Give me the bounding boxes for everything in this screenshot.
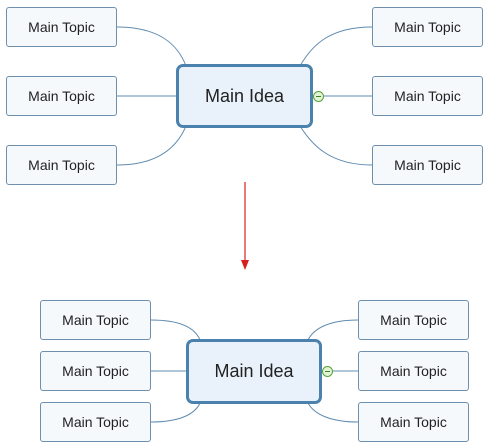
minus-circle-icon[interactable] [313, 91, 324, 102]
connector-line [150, 402, 201, 423]
topic-node[interactable]: Main Topic [40, 402, 151, 442]
topic-node[interactable]: Main Topic [358, 300, 469, 340]
connector-line [299, 26, 373, 67]
topic-node[interactable]: Main Topic [6, 145, 117, 185]
top-map-connectors [116, 26, 373, 166]
connector-line [307, 402, 359, 423]
transition-arrow [241, 182, 249, 270]
connector-line [307, 319, 359, 341]
connector-line [116, 125, 187, 166]
minus-circle-icon[interactable] [322, 366, 333, 377]
topic-node[interactable]: Main Topic [372, 76, 483, 116]
arrow-down-icon [241, 260, 249, 270]
central-idea-node[interactable]: Main Idea [176, 64, 313, 128]
topic-node[interactable]: Main Topic [40, 351, 151, 391]
bottom-map-connectors [150, 319, 359, 423]
topic-node[interactable]: Main Topic [6, 7, 117, 47]
topic-node[interactable]: Main Topic [358, 351, 469, 391]
topic-node[interactable]: Main Topic [372, 145, 483, 185]
connector-line [299, 125, 373, 166]
topic-node[interactable]: Main Topic [6, 76, 117, 116]
central-idea-node[interactable]: Main Idea [186, 339, 322, 404]
connector-line [116, 26, 187, 67]
topic-node[interactable]: Main Topic [358, 402, 469, 442]
connector-line [150, 319, 201, 341]
topic-node[interactable]: Main Topic [372, 7, 483, 47]
topic-node[interactable]: Main Topic [40, 300, 151, 340]
